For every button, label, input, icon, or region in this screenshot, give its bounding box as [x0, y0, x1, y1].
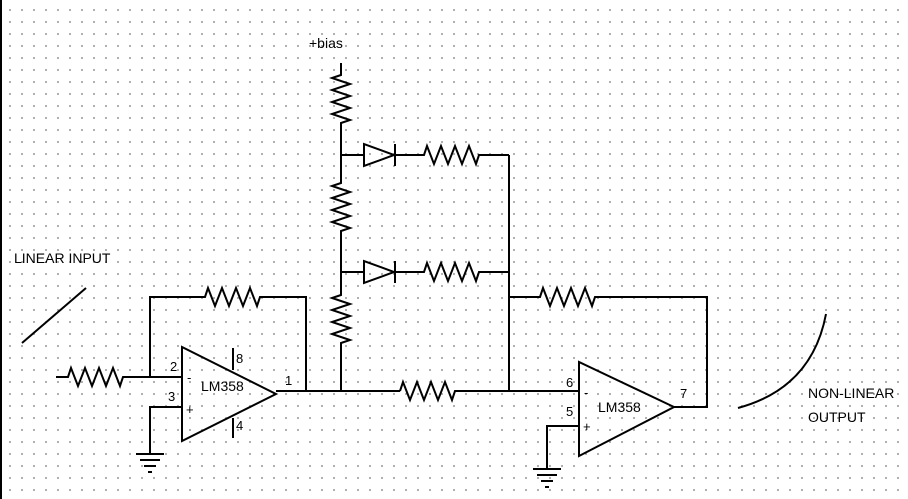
opamp-1-pin-2: 2 — [170, 359, 177, 374]
ground-icon-2 — [533, 466, 561, 488]
bias-label: +bias — [309, 35, 343, 51]
opamp-1-name: LM358 — [201, 378, 244, 394]
opamp-1-pin-8: 8 — [236, 351, 243, 366]
diode-branch-1-resistor — [395, 143, 509, 167]
ground-icon-1 — [136, 450, 164, 473]
input-resistor — [56, 365, 150, 389]
diode-branch-2-resistor — [395, 260, 509, 284]
nonlinear-output-label-line1: NON-LINEAR — [808, 385, 894, 401]
opamp-1-plus: + — [186, 402, 194, 417]
feedback-resistor-1 — [149, 285, 307, 391]
opamp-1-minus: - — [187, 370, 191, 385]
opamp-1-pin-1: 1 — [285, 373, 292, 388]
opamp-1-pin-3: 3 — [168, 389, 175, 404]
nonlinear-output-label-line2: OUTPUT — [808, 409, 866, 425]
wire-pin3-ground — [149, 406, 182, 450]
diode-2-icon — [363, 259, 397, 285]
bias-resistor-middle — [328, 155, 354, 272]
opamp-2-plus: + — [583, 419, 591, 434]
opamp-2-triangle — [578, 360, 677, 458]
opamp-2-pin-5: 5 — [566, 404, 573, 419]
bias-resistor-top — [328, 63, 354, 155]
nonlinear-output-curve — [737, 313, 827, 409]
diode-1-icon — [363, 142, 397, 168]
opamp-2-pin-7: 7 — [680, 386, 687, 401]
linear-input-curve — [21, 287, 87, 344]
bias-resistor-bottom — [328, 272, 354, 391]
opamp-2-name: LM358 — [598, 399, 641, 415]
linear-input-label: LINEAR INPUT — [14, 250, 111, 266]
wire-pin5-ground — [546, 425, 579, 466]
series-resistor — [399, 379, 579, 403]
opamp-2-minus: - — [584, 385, 588, 400]
opamp-1-triangle — [181, 345, 279, 443]
feedback-resistor-2 — [509, 285, 708, 408]
opamp-1-pin-4: 4 — [236, 418, 243, 433]
opamp-2-pin-6: 6 — [566, 375, 573, 390]
